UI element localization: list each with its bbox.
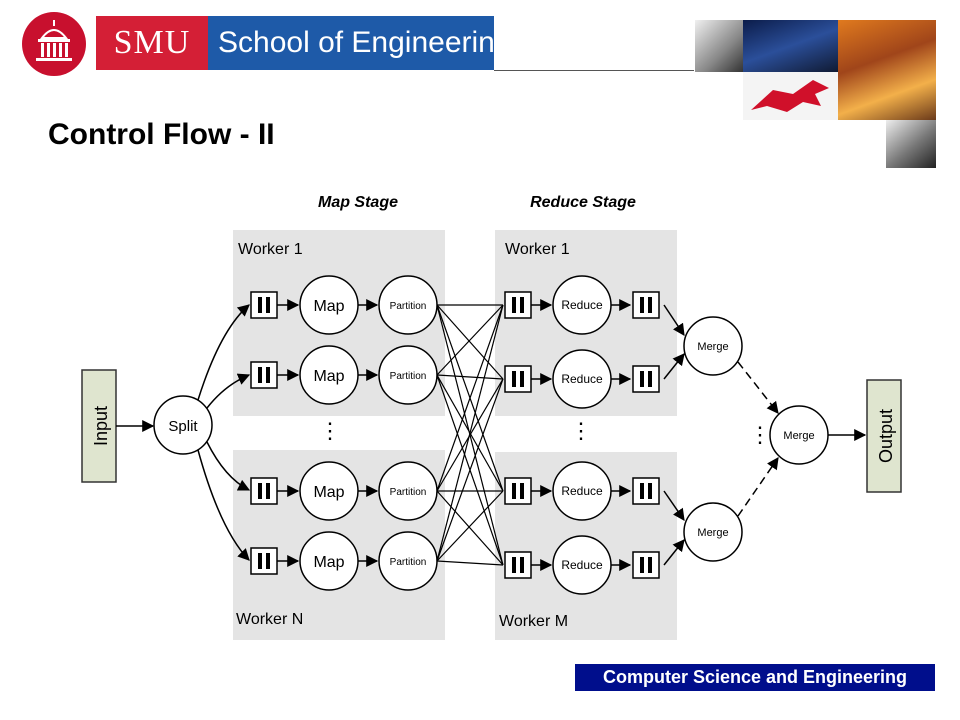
merge-node-bottom bbox=[683, 502, 743, 562]
school-label: School of Engineering bbox=[208, 16, 512, 70]
partition-2-label: Partition bbox=[390, 371, 427, 382]
reduce-in-queue-2 bbox=[504, 365, 532, 393]
footer-label: Computer Science and Engineering bbox=[575, 664, 935, 691]
reduce-in-queue-3 bbox=[504, 477, 532, 505]
map-2-label: Map bbox=[313, 368, 344, 385]
map-1-label: Map bbox=[313, 298, 344, 315]
map-queue-3 bbox=[250, 477, 278, 505]
reduce-out-queue-1 bbox=[632, 291, 660, 319]
map-queue-4 bbox=[250, 547, 278, 575]
output-box bbox=[866, 379, 902, 493]
merge-ellipsis: ⋮ bbox=[749, 422, 771, 447]
building-icon bbox=[36, 20, 72, 61]
partition-4-label: Partition bbox=[390, 557, 427, 568]
reduce-ellipsis: ⋮ bbox=[570, 418, 592, 443]
map-stage-label: Map Stage bbox=[318, 194, 398, 211]
students-photo bbox=[886, 120, 936, 168]
reduce-out-queue-3 bbox=[632, 477, 660, 505]
reduce-worker-m-label: Worker M bbox=[499, 613, 568, 630]
reduce-out-queue-2 bbox=[632, 365, 660, 393]
lab-photo bbox=[743, 20, 838, 72]
reduce-out-queue-4 bbox=[632, 551, 660, 579]
map-queue-2 bbox=[250, 361, 278, 389]
reduce-3-label: Reduce bbox=[561, 484, 603, 498]
input-label: Input bbox=[91, 406, 111, 446]
merge-label-final: Merge bbox=[783, 430, 814, 442]
map-queue-1 bbox=[250, 291, 278, 319]
merge-label-top: Merge bbox=[697, 341, 728, 353]
reduce-4-label: Reduce bbox=[561, 558, 603, 572]
merge-node-top bbox=[683, 316, 743, 376]
partition-1-label: Partition bbox=[390, 301, 427, 312]
reduce-stage-label: Reduce Stage bbox=[530, 194, 636, 211]
smu-logo bbox=[22, 12, 86, 76]
reduce-1-label: Reduce bbox=[561, 298, 603, 312]
map-4-label: Map bbox=[313, 554, 344, 571]
header-divider bbox=[494, 70, 694, 71]
campus-photo bbox=[838, 20, 936, 120]
split-node bbox=[153, 395, 213, 455]
reduce-worker-1-label: Worker 1 bbox=[505, 241, 570, 258]
partition-3-label: Partition bbox=[390, 487, 427, 498]
map-3-label: Map bbox=[313, 484, 344, 501]
smu-label: SMU bbox=[96, 16, 208, 70]
output-label: Output bbox=[876, 409, 896, 463]
slide-title: Control Flow - II bbox=[48, 118, 275, 151]
map-worker-n-label: Worker N bbox=[236, 611, 303, 628]
map-worker-1-label: Worker 1 bbox=[238, 241, 303, 258]
portrait-photo bbox=[695, 20, 743, 72]
reduce-in-queue-4 bbox=[504, 551, 532, 579]
mustang-logo bbox=[743, 72, 838, 120]
merge-label-bottom: Merge bbox=[697, 527, 728, 539]
split-label: Split bbox=[168, 418, 198, 435]
map-ellipsis: ⋮ bbox=[319, 418, 341, 443]
reduce-in-queue-1 bbox=[504, 291, 532, 319]
reduce-2-label: Reduce bbox=[561, 372, 603, 386]
